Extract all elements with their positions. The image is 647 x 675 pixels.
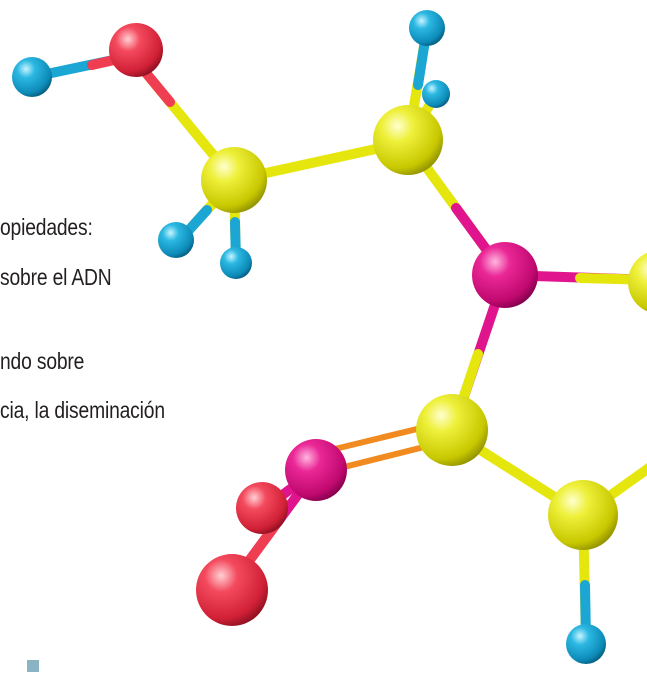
square-marker [27, 660, 39, 672]
carbon-atom [628, 252, 647, 312]
hydrogen-atom [158, 222, 194, 258]
carbon-atom [416, 394, 488, 466]
text-line-3: ndo sobre [0, 348, 85, 374]
nitrogen-atom [285, 439, 347, 501]
text-line-1: opiedades: [0, 214, 93, 240]
oxygen-atom [109, 23, 163, 77]
oxygen-atom [236, 482, 288, 534]
nitrogen-atom [472, 242, 538, 308]
hydrogen-atom [12, 57, 52, 97]
carbon-atom [201, 147, 267, 213]
hydrogen-atom [409, 10, 445, 46]
carbon-atom [548, 480, 618, 550]
text-line-4: cia, la diseminación [0, 397, 165, 423]
oxygen-atom [196, 554, 268, 626]
hydrogen-atom [422, 80, 450, 108]
hydrogen-atom [566, 624, 606, 664]
hydrogen-atom [220, 247, 252, 279]
text-line-2: sobre el ADN [0, 264, 112, 290]
carbon-atom [373, 105, 443, 175]
atoms [12, 10, 647, 664]
bonds [37, 23, 647, 645]
